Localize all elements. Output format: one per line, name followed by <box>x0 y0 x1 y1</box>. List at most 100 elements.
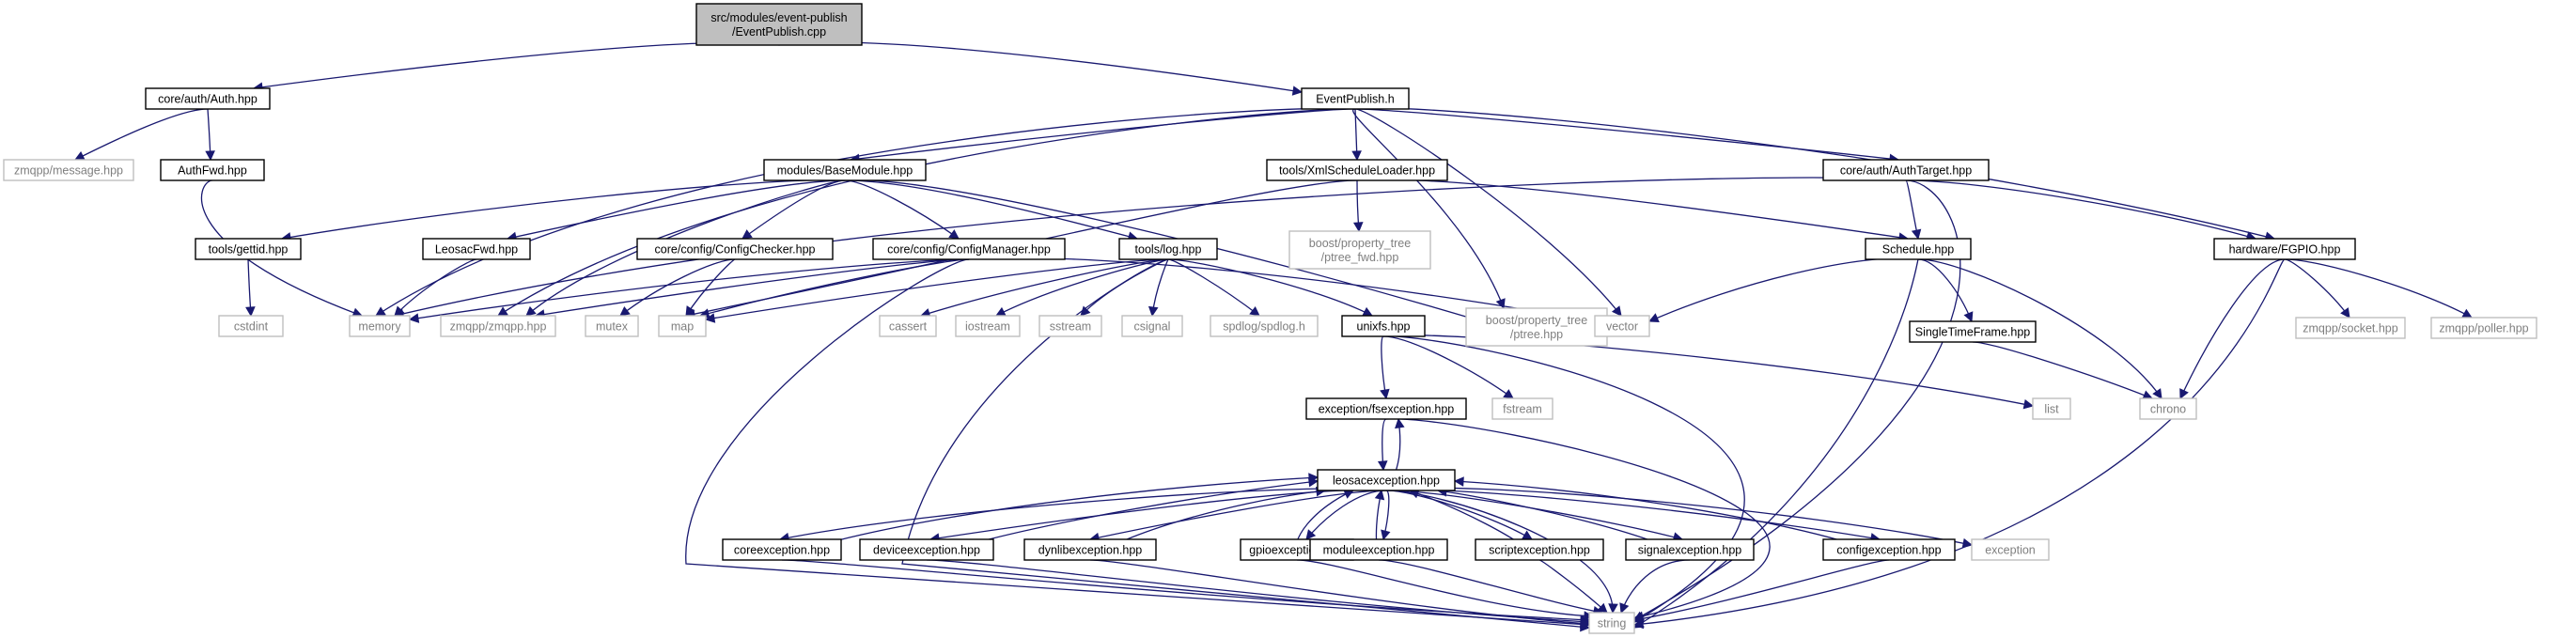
edge-line <box>525 179 846 317</box>
arrowhead <box>1597 602 1608 614</box>
node-label: unixfs.hpp <box>1357 320 1411 334</box>
node-box <box>218 315 284 337</box>
edge-deviceexc-to-string <box>926 559 1591 627</box>
node-cfgmgr[interactable]: core/config/ConfigManager.hpp <box>872 238 1066 260</box>
edge-line <box>685 258 736 317</box>
node-unixfs[interactable]: unixfs.hpp <box>1341 315 1426 337</box>
node-singletf[interactable]: SingleTimeFrame.hpp <box>1909 320 2037 343</box>
node-label: leosacexception.hpp <box>1333 475 1440 488</box>
edge-line <box>995 258 1169 317</box>
node-box <box>440 315 556 337</box>
node-basemod[interactable]: modules/BaseModule.hpp <box>763 159 927 181</box>
node-label: list <box>2044 403 2059 416</box>
edge-line <box>1382 335 1514 399</box>
node-poller: zmqpp/poller.hpp <box>2430 317 2537 339</box>
node-label: boost/property_tree <box>1486 314 1587 327</box>
edge-line <box>1305 490 1387 540</box>
node-ptreefwd: boost/property_tree/ptree_fwd.hpp <box>1288 230 1431 270</box>
node-mutex: mutex <box>585 315 639 337</box>
node-label: hardware/FGPIO.hpp <box>2229 243 2341 257</box>
node-label: /ptree.hpp <box>1510 328 1563 341</box>
edge-line <box>507 179 846 240</box>
node-moduleexc[interactable]: moduleexception.hpp <box>1309 538 1448 561</box>
edge-line <box>1917 258 2162 399</box>
node-label: signalexception.hpp <box>1638 544 1742 557</box>
edge-authtarget-to-schedule <box>1905 179 1922 241</box>
node-schedule[interactable]: Schedule.hpp <box>1865 238 1972 260</box>
edge-configexc-to-string <box>1632 559 1890 624</box>
node-vector: vector <box>1594 315 1650 337</box>
node-box <box>879 315 937 337</box>
arrowhead <box>1911 228 1922 241</box>
edge-cfgchecker-to-map <box>685 258 736 317</box>
node-box <box>422 238 531 260</box>
edge-line <box>1905 179 1919 240</box>
node-scriptexc[interactable]: scriptexception.hpp <box>1475 538 1604 561</box>
arrowhead <box>2152 388 2162 399</box>
edge-line <box>1620 559 1691 614</box>
edge-line <box>375 107 1356 317</box>
node-box <box>1118 238 1218 260</box>
node-configexc[interactable]: configexception.hpp <box>1822 538 1956 561</box>
node-gettid[interactable]: tools/gettid.hpp <box>195 238 302 260</box>
node-fsexc[interactable]: exception/fsexception.hpp <box>1305 397 1467 420</box>
arrowhead <box>1377 460 1388 472</box>
node-label: tools/XmlScheduleLoader.hpp <box>1279 164 1435 178</box>
node-box <box>1210 315 1319 337</box>
node-label: core/auth/AuthTarget.hpp <box>1840 164 1972 178</box>
node-fgpio[interactable]: hardware/FGPIO.hpp <box>2213 238 2356 260</box>
node-box <box>1625 538 1755 561</box>
edge-line <box>844 179 960 240</box>
node-label: /ptree_fwd.hpp <box>1321 251 1399 264</box>
arrowhead <box>245 306 256 318</box>
arrowhead <box>742 229 753 240</box>
node-msg: zmqpp/message.hpp <box>3 159 134 181</box>
node-box <box>1822 159 1990 181</box>
arrowhead <box>1351 150 1362 162</box>
arrowhead <box>948 229 960 240</box>
node-leosacfwd[interactable]: LeosacFwd.hpp <box>422 238 531 260</box>
edge-schedule-to-string <box>1633 258 1919 629</box>
node-label: exception/fsexception.hpp <box>1319 403 1455 416</box>
node-map: map <box>658 315 707 337</box>
node-box <box>2032 397 2071 420</box>
arrowhead <box>1647 313 1660 323</box>
node-authfwd[interactable]: AuthFwd.hpp <box>160 159 265 181</box>
node-cfgchecker[interactable]: core/config/ConfigChecker.hpp <box>636 238 834 260</box>
edge-auth-to-msg <box>74 108 209 161</box>
edge-line <box>778 41 1303 93</box>
node-signalexc[interactable]: signalexception.hpp <box>1625 538 1755 561</box>
node-label: zmqpp/message.hpp <box>14 164 123 178</box>
edge-leosacexc-to-coreexc <box>778 488 1387 543</box>
node-coreexc[interactable]: coreexception.hpp <box>722 538 842 561</box>
node-xmlsched[interactable]: tools/XmlScheduleLoader.hpp <box>1266 159 1448 181</box>
arrowhead <box>2340 307 2350 319</box>
node-box <box>1491 397 1553 420</box>
arrowhead <box>1381 529 1391 541</box>
node-box <box>955 315 1021 337</box>
edge-eph-to-zmqpp <box>497 108 1356 317</box>
edge-line <box>850 108 1356 161</box>
node-label: boost/property_tree <box>1309 237 1411 250</box>
edge-line <box>685 179 1358 317</box>
edge-leosacfwd-to-memory <box>394 258 477 317</box>
edge-line <box>2179 258 2286 399</box>
node-box <box>1594 315 1650 337</box>
node-box <box>859 538 994 561</box>
edge-line <box>926 559 1590 623</box>
edge-eph-to-memory <box>375 107 1356 317</box>
arrowhead <box>375 306 386 317</box>
edge-gettid-to-cstdint <box>245 258 256 318</box>
edge-eph-to-xmlsched <box>1351 108 1362 162</box>
edge-line <box>1089 490 1387 540</box>
node-dynlibexc[interactable]: dynlibexception.hpp <box>1023 538 1157 561</box>
node-leosacexc[interactable]: leosacexception.hpp <box>1317 469 1456 491</box>
edge-log-to-map <box>704 258 1169 323</box>
node-auth[interactable]: core/auth/Auth.hpp <box>145 87 271 110</box>
node-authtarget[interactable]: core/auth/AuthTarget.hpp <box>1822 159 1990 181</box>
node-log[interactable]: tools/log.hpp <box>1118 238 1218 260</box>
node-label: exception <box>1985 544 2036 557</box>
node-deviceexc[interactable]: deviceexception.hpp <box>859 538 994 561</box>
arrowhead <box>1291 86 1304 96</box>
node-eph[interactable]: EventPublish.h <box>1301 87 1410 110</box>
